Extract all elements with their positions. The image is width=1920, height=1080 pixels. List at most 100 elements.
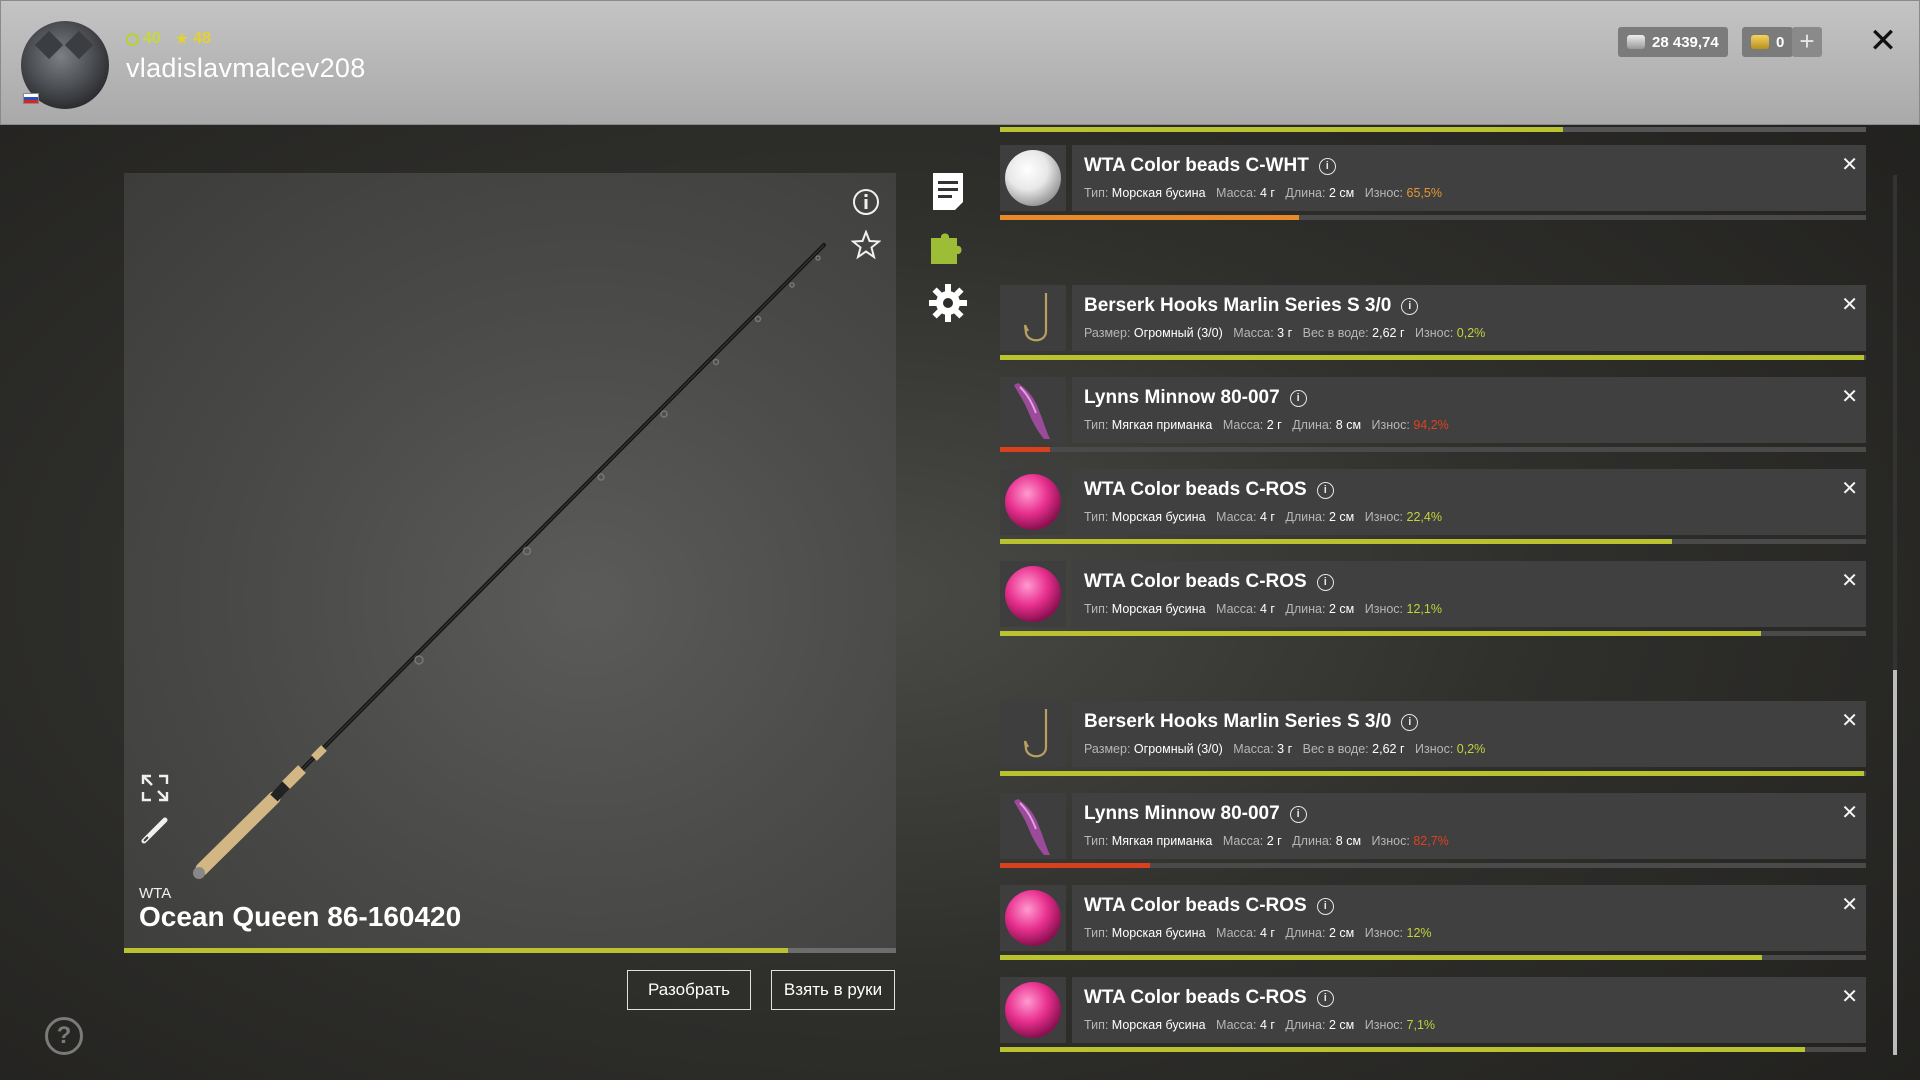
label-mass: Масса: (1216, 510, 1257, 524)
item-meta: Тип: Морская бусина Масса: 4 г Длина: 2 … (1084, 510, 1442, 524)
label-wear: Износ: (1364, 926, 1404, 940)
item-mass: 3 г (1277, 742, 1293, 756)
item-card[interactable]: WTA Color beads C-ROS i Тип: Морская бус… (1072, 885, 1866, 951)
item-card[interactable]: Berserk Hooks Marlin Series S 3/0 i Разм… (1072, 285, 1866, 351)
bead-icon (1005, 890, 1061, 946)
label-wear: Износ: (1371, 834, 1410, 848)
tackle-item[interactable]: Berserk Hooks Marlin Series S 3/0 i Разм… (1000, 701, 1866, 776)
item-thumbnail[interactable] (1000, 977, 1066, 1043)
edit-pencil-icon[interactable] (140, 815, 170, 845)
expand-icon[interactable] (140, 773, 170, 803)
item-wear-fill (1000, 355, 1865, 360)
item-type: Морская бусина (1111, 926, 1206, 940)
item-thumbnail[interactable] (1000, 561, 1066, 627)
remove-item-button[interactable]: ✕ (1841, 894, 1858, 916)
rod-brand: WTA (139, 885, 172, 902)
item-card[interactable]: WTA Color beads C-ROS i Тип: Морская бус… (1072, 561, 1866, 627)
item-info-icon[interactable]: i (1316, 481, 1334, 499)
label-mass: Масса: (1216, 602, 1257, 616)
label-type: Тип: (1084, 834, 1109, 848)
assembly-puzzle-icon[interactable] (927, 226, 969, 268)
remove-item-button[interactable]: ✕ (1841, 570, 1858, 592)
tackle-list[interactable]: WTA Color beads C-WHT i Тип: Морская бус… (1000, 125, 1866, 1080)
item-thumbnail[interactable] (1000, 469, 1066, 535)
item-size: Огромный (3/0) (1133, 742, 1223, 756)
item-info-icon[interactable]: i (1316, 897, 1334, 915)
remove-item-button[interactable]: ✕ (1841, 710, 1858, 732)
item-thumbnail[interactable] (1000, 377, 1066, 443)
item-thumbnail[interactable] (1000, 885, 1066, 951)
take-in-hands-button[interactable]: Взять в руки (771, 970, 895, 1010)
item-info-icon[interactable]: i (1401, 297, 1419, 315)
item-card[interactable]: Berserk Hooks Marlin Series S 3/0 i Разм… (1072, 701, 1866, 767)
item-title: Lynns Minnow 80-007 i (1084, 803, 1307, 825)
label-type: Тип: (1084, 926, 1109, 940)
tackle-item[interactable]: WTA Color beads C-ROS i Тип: Морская бус… (1000, 561, 1866, 636)
label-wear: Износ: (1371, 418, 1410, 432)
top-item-wear-fill (1000, 127, 1563, 132)
tackle-item[interactable]: Lynns Minnow 80-007 i Тип: Мягкая приман… (1000, 793, 1866, 868)
tackle-item[interactable]: WTA Color beads C-ROS i Тип: Морская бус… (1000, 977, 1866, 1052)
favorite-star-icon[interactable] (851, 230, 881, 260)
item-name: WTA Color beads C-WHT (1084, 155, 1309, 176)
close-button[interactable]: ✕ (1868, 22, 1898, 60)
remove-item-button[interactable]: ✕ (1841, 386, 1858, 408)
item-thumbnail[interactable] (1000, 793, 1066, 859)
disassemble-button[interactable]: Разобрать (627, 970, 751, 1010)
soft-lure-icon (1014, 799, 1050, 855)
tackle-item[interactable]: Berserk Hooks Marlin Series S 3/0 i Разм… (1000, 285, 1866, 360)
label-size: Размер: (1084, 326, 1131, 340)
info-icon[interactable] (852, 188, 880, 216)
item-meta: Размер: Огромный (3/0) Масса: 3 г Вес в … (1084, 742, 1485, 756)
player-rank: 48 (193, 30, 211, 47)
item-type: Морская бусина (1111, 1018, 1206, 1032)
item-wear-fill (1000, 539, 1673, 544)
remove-item-button[interactable]: ✕ (1841, 294, 1858, 316)
remove-item-button[interactable]: ✕ (1841, 802, 1858, 824)
item-thumbnail[interactable] (1000, 285, 1066, 351)
item-thumbnail[interactable] (1000, 145, 1066, 211)
item-card[interactable]: WTA Color beads C-WHT i Тип: Морская бус… (1072, 145, 1866, 211)
silver-balance: 28 439,74 (1618, 27, 1728, 57)
item-length: 2 см (1328, 1018, 1355, 1032)
item-info-icon[interactable]: i (1289, 389, 1307, 407)
remove-item-button[interactable]: ✕ (1841, 154, 1858, 176)
item-wear-bar (1000, 863, 1866, 868)
item-wear: 0,2% (1456, 326, 1486, 340)
description-icon[interactable] (927, 170, 969, 212)
item-card[interactable]: WTA Color beads C-ROS i Тип: Морская бус… (1072, 977, 1866, 1043)
item-card[interactable]: WTA Color beads C-ROS i Тип: Морская бус… (1072, 469, 1866, 535)
item-info-icon[interactable]: i (1318, 157, 1336, 175)
list-scrollbar[interactable] (1893, 175, 1897, 1055)
item-title: Lynns Minnow 80-007 i (1084, 387, 1307, 409)
tackle-item[interactable]: WTA Color beads C-ROS i Тип: Морская бус… (1000, 885, 1866, 960)
settings-gear-icon[interactable] (927, 282, 969, 324)
item-weight-water: 2,62 г (1372, 742, 1405, 756)
rod-condition-fill (124, 948, 788, 953)
remove-item-button[interactable]: ✕ (1841, 986, 1858, 1008)
item-name: WTA Color beads C-ROS (1084, 571, 1307, 592)
item-wear-fill (1000, 447, 1051, 452)
tackle-item[interactable]: WTA Color beads C-WHT i Тип: Морская бус… (1000, 145, 1866, 220)
item-wear: 22,4% (1406, 510, 1442, 524)
tackle-item[interactable]: Lynns Minnow 80-007 i Тип: Мягкая приман… (1000, 377, 1866, 452)
item-card[interactable]: Lynns Minnow 80-007 i Тип: Мягкая приман… (1072, 793, 1866, 859)
profile-header: 40 ★ 48 vladislavmalcev208 28 439,74 0 +… (0, 0, 1920, 125)
help-icon[interactable]: ? (45, 1017, 83, 1055)
item-info-icon[interactable]: i (1316, 989, 1334, 1007)
item-wear-fill (1000, 955, 1763, 960)
item-info-icon[interactable]: i (1401, 713, 1419, 731)
rod-preview[interactable]: WTA Ocean Queen 86-160420 (124, 173, 896, 949)
item-title: WTA Color beads C-ROS i (1084, 895, 1334, 917)
item-thumbnail[interactable] (1000, 701, 1066, 767)
item-wear-fill (1000, 1047, 1805, 1052)
item-title: Berserk Hooks Marlin Series S 3/0 i (1084, 295, 1419, 317)
item-info-icon[interactable]: i (1316, 573, 1334, 591)
list-scrollbar-thumb[interactable] (1893, 670, 1897, 1055)
item-card[interactable]: Lynns Minnow 80-007 i Тип: Мягкая приман… (1072, 377, 1866, 443)
tackle-item[interactable]: WTA Color beads C-ROS i Тип: Морская бус… (1000, 469, 1866, 544)
remove-item-button[interactable]: ✕ (1841, 478, 1858, 500)
label-mass: Масса: (1222, 834, 1264, 848)
item-info-icon[interactable]: i (1289, 805, 1307, 823)
add-gold-button[interactable]: + (1792, 27, 1822, 57)
